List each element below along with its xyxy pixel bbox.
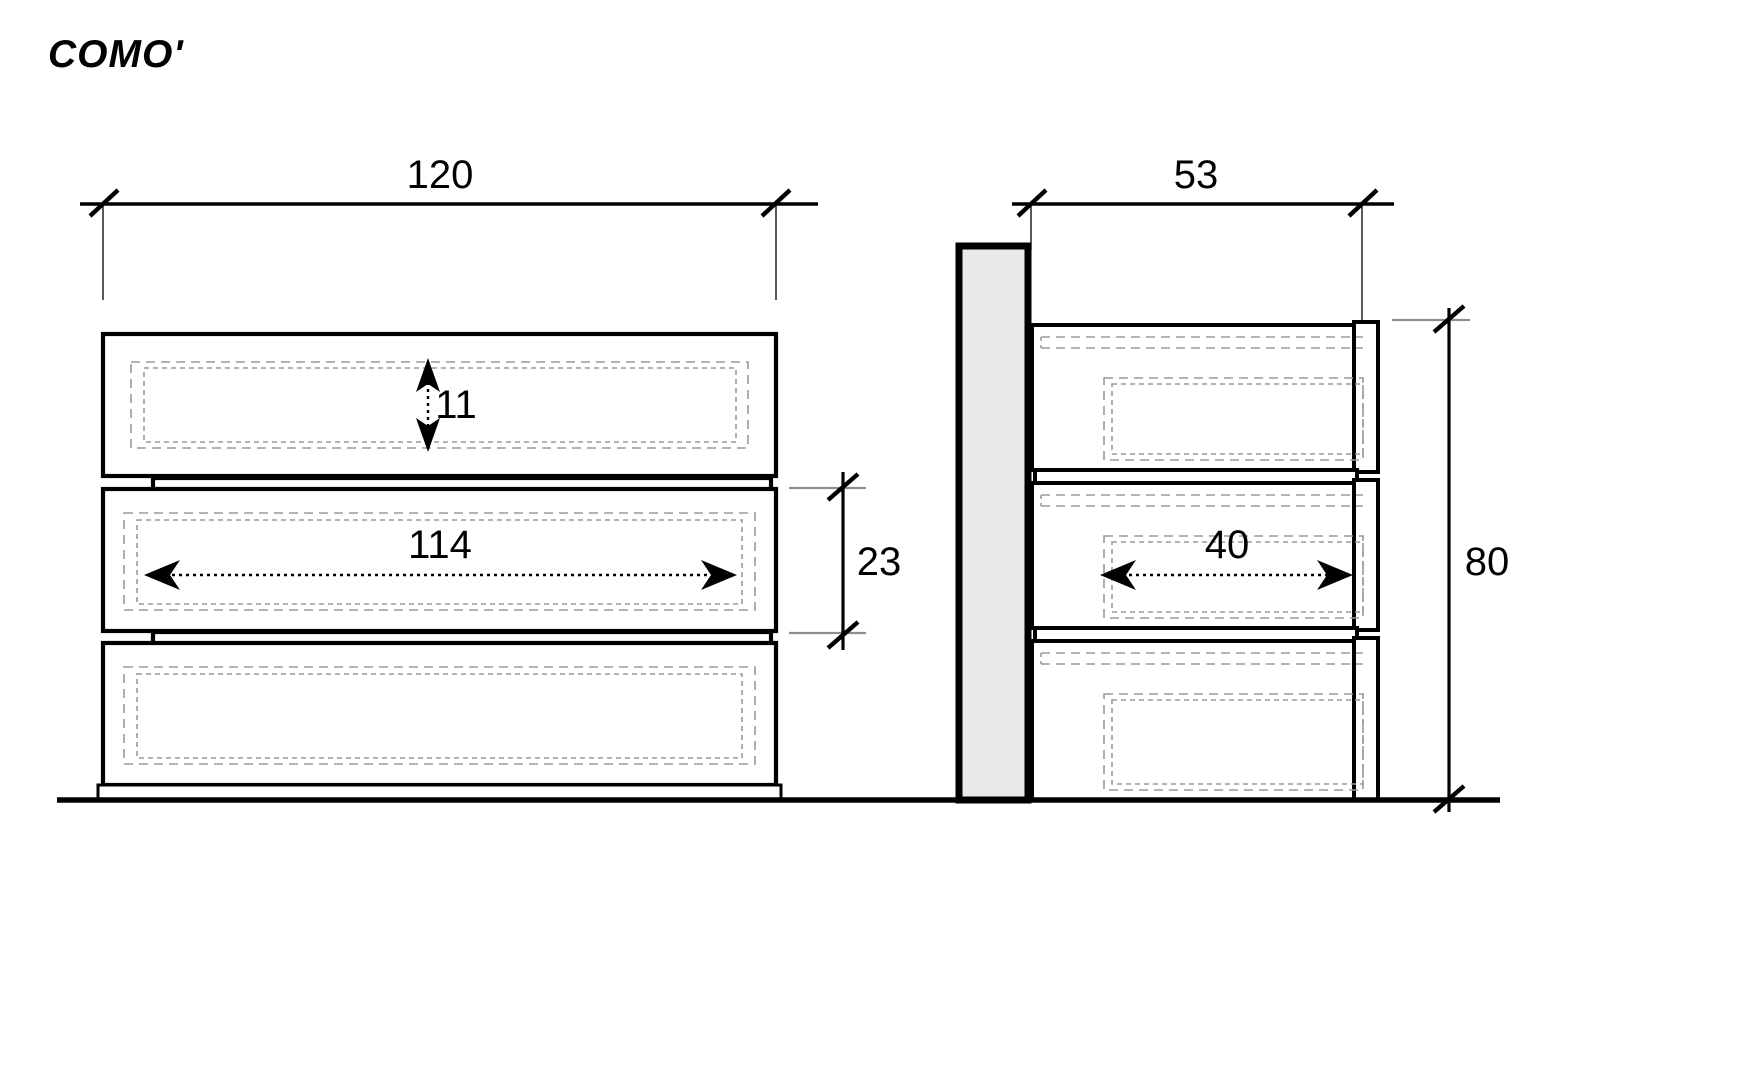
dim-120: 120 — [80, 153, 818, 218]
front-drawer-bottom — [100, 640, 779, 788]
dim-11-label: 11 — [435, 383, 477, 427]
dim-120-extension-lines — [102, 204, 777, 300]
page-title: COMO' — [48, 33, 184, 76]
dim-53-extension-lines — [1030, 204, 1363, 325]
dim-23-label: 23 — [857, 540, 902, 584]
dim-11: 11 — [416, 358, 477, 452]
dim-80-label: 80 — [1465, 540, 1510, 584]
dim-40: 40 — [1100, 523, 1353, 590]
dim-114: 114 — [144, 523, 737, 590]
front-drawer-middle — [100, 486, 779, 634]
dim-40-label: 40 — [1205, 523, 1250, 567]
dim-53: 53 — [1012, 153, 1394, 218]
side-drawer-bottom — [1030, 636, 1380, 802]
dim-80: 80 — [1392, 304, 1510, 814]
dim-120-label: 120 — [407, 153, 474, 197]
front-drawer-top — [100, 331, 779, 479]
side-drawer-top — [1030, 320, 1380, 474]
dim-114-label: 114 — [408, 523, 472, 567]
wall-panel — [955, 242, 1032, 804]
dim-53-label: 53 — [1174, 153, 1219, 197]
front-base-plinth — [96, 783, 783, 801]
dim-23: 23 — [789, 472, 901, 650]
side-drawer-middle — [1030, 478, 1380, 632]
